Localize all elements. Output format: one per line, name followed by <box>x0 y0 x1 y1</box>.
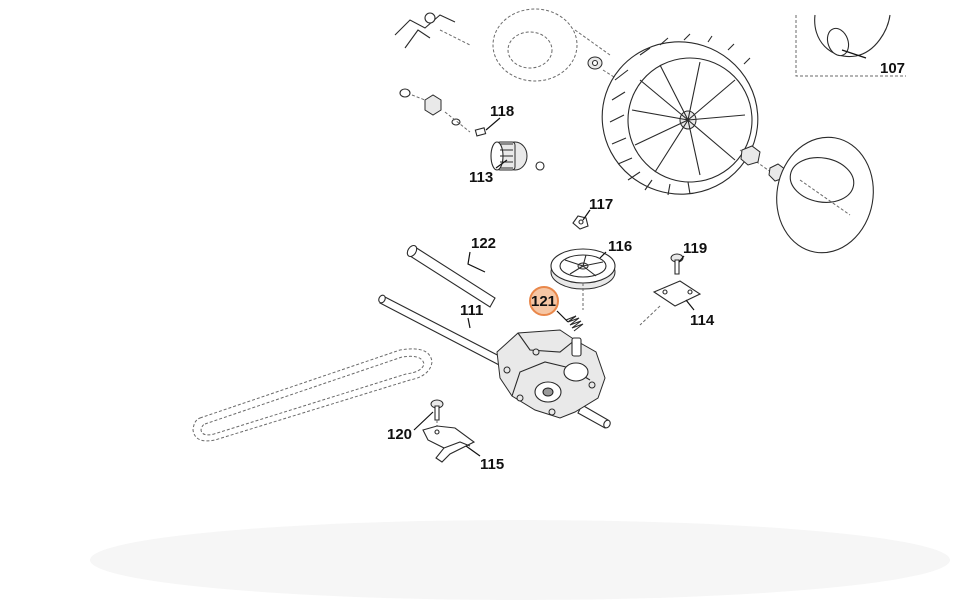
part-111-axle <box>378 294 611 429</box>
wheel-nut <box>740 145 787 182</box>
callout-119[interactable]: 119 <box>683 240 707 257</box>
callout-121[interactable]: 121 <box>531 293 556 310</box>
bracket-fragment <box>394 12 471 49</box>
part-122-rod <box>406 244 496 308</box>
gearbox-housing <box>496 329 606 419</box>
selected-callout-highlight <box>529 286 559 316</box>
callout-114[interactable]: 114 <box>690 312 715 329</box>
callout-116[interactable]: 116 <box>608 238 632 255</box>
leader-lines <box>413 49 867 457</box>
callout-113[interactable]: 113 <box>469 169 493 186</box>
rear-wheel <box>601 33 776 196</box>
part-119-screw <box>670 253 684 275</box>
part-118-key <box>474 127 487 137</box>
callout-111[interactable]: 111 <box>460 302 483 319</box>
part-117-clip <box>572 215 589 230</box>
part-121-spring <box>565 315 584 332</box>
floor-shadow <box>90 520 950 600</box>
part-113-pinion <box>490 141 545 171</box>
part-116-pulley <box>550 248 616 310</box>
callout-118[interactable]: 118 <box>490 103 514 120</box>
ghost-hub <box>492 8 611 82</box>
hub-cap <box>776 136 874 254</box>
callout-117[interactable]: 117 <box>589 196 613 213</box>
callout-107[interactable]: 107 <box>880 60 905 77</box>
leader-121 <box>556 310 569 323</box>
part-107-inset <box>795 14 906 77</box>
drive-belt <box>192 348 433 442</box>
callout-120[interactable]: 120 <box>387 426 412 443</box>
callout-122[interactable]: 122 <box>471 235 496 252</box>
callout-115[interactable]: 115 <box>480 456 504 473</box>
part-115-bracket <box>422 425 476 463</box>
part-114-plate <box>639 280 702 326</box>
callout-labels: 107 118 113 117 122 116 119 121 111 114 … <box>387 60 905 473</box>
small-hardware-top <box>399 56 626 133</box>
part-120-screw <box>430 399 444 438</box>
